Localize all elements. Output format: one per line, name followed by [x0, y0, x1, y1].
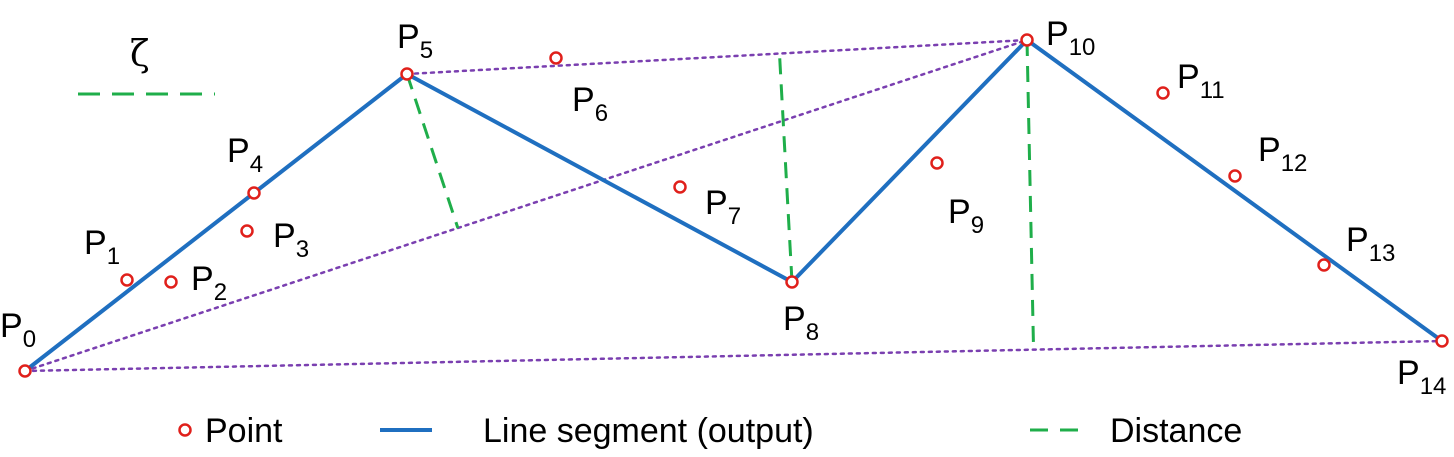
distance-lines: [405, 39, 1036, 350]
legend-point-marker: [178, 423, 192, 437]
point-markers: [18, 33, 1449, 378]
point-p0: [18, 364, 32, 378]
chord-p0-p10: [23, 38, 1029, 373]
label-p13: P13: [1346, 221, 1395, 267]
point-p7: [673, 180, 687, 194]
chord-p0-p14: [23, 339, 1444, 373]
distance-p5: [405, 73, 460, 229]
label-p6: P6: [572, 81, 608, 127]
legend-segment-label: Line segment (output): [483, 412, 814, 450]
point-p14: [1435, 334, 1449, 348]
point-p10: [1020, 33, 1034, 47]
distance-p8: [777, 53, 794, 283]
label-p4: P4: [227, 132, 263, 178]
label-p14: P14: [1397, 354, 1446, 400]
label-p1: P1: [84, 224, 120, 270]
point-p3: [240, 224, 254, 238]
label-p7: P7: [705, 184, 741, 230]
point-p2: [164, 275, 178, 289]
label-p0: P0: [0, 307, 36, 353]
label-p9: P9: [948, 193, 984, 239]
point-p4: [247, 186, 261, 200]
chord-p5-p10: [405, 38, 1029, 76]
chord-lines: [23, 38, 1444, 373]
legend-point-label: Point: [205, 412, 283, 450]
label-p11: P11: [1177, 58, 1225, 104]
zeta-label: ζ: [130, 34, 150, 75]
label-p10: P10: [1046, 15, 1095, 61]
label-p8: P8: [783, 300, 819, 346]
label-p12: P12: [1258, 131, 1307, 177]
label-p3: P3: [273, 217, 309, 263]
point-p11: [1156, 86, 1170, 100]
point-p1: [120, 273, 134, 287]
point-p9: [930, 156, 944, 170]
legend-distance-label: Distance: [1110, 412, 1242, 450]
point-p12: [1228, 169, 1242, 183]
legend: Point Line segment (output) Distance: [178, 412, 1242, 450]
distance-p10: [1025, 39, 1036, 350]
label-p5: P5: [397, 18, 433, 64]
point-p6: [549, 51, 563, 65]
point-p5: [400, 67, 414, 81]
point-p13: [1317, 258, 1331, 272]
label-p2: P2: [191, 260, 227, 306]
point-p8: [785, 275, 799, 289]
